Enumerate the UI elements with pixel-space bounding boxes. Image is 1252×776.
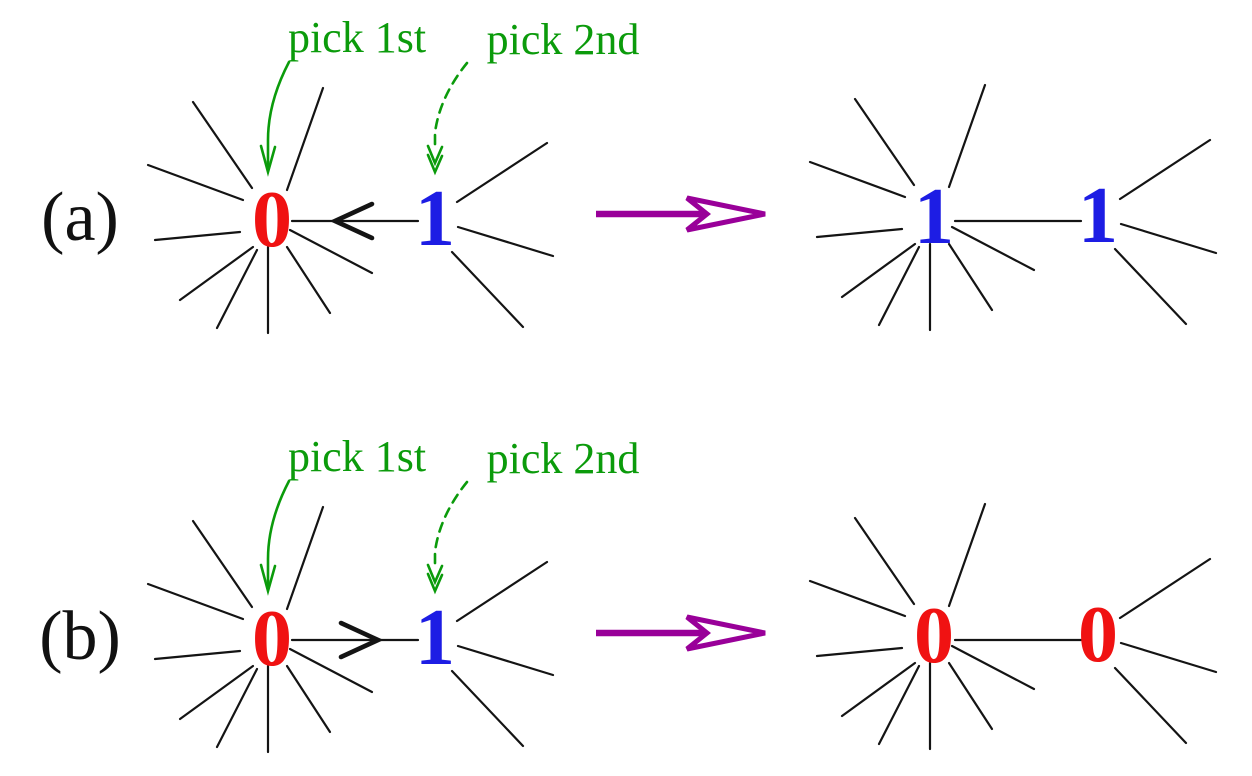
hub-spoke (191, 100, 254, 190)
after-left-spoke (840, 661, 917, 718)
neighbor-spoke (450, 250, 525, 329)
hub-spoke (146, 582, 245, 621)
after-left-spoke (808, 579, 907, 618)
after-left-spoke (947, 242, 994, 312)
hub-spoke (215, 667, 259, 749)
pick-2nd-arrow (433, 61, 469, 152)
hub-spoke (285, 245, 332, 315)
pick-1st-arrowhead-icon (259, 144, 277, 177)
panel-b-label: (b) (39, 598, 121, 675)
after-right-node: 0 (1078, 591, 1118, 679)
neighbor-spoke (456, 225, 555, 258)
after-left-spoke (840, 242, 917, 299)
after-left-spoke (877, 245, 921, 327)
pick-2nd-arrowhead-icon (426, 572, 444, 595)
after-left-spoke (853, 516, 916, 606)
hub-spoke (288, 228, 374, 275)
hub-spoke (178, 245, 255, 302)
neighbor-spoke (455, 560, 549, 623)
hub-spoke (285, 664, 332, 734)
before-neighbor-node: 1 (415, 175, 455, 263)
hub-spoke (215, 248, 259, 330)
after-right-spoke (1118, 138, 1212, 201)
after-right-node: 1 (1078, 172, 1118, 260)
before-hub-node: 0 (252, 595, 292, 683)
after-right-spoke (1113, 247, 1188, 326)
hub-spoke (153, 649, 242, 661)
after-left-spoke (950, 644, 1036, 691)
after-left-spoke (947, 661, 994, 731)
hub-spoke (285, 505, 325, 611)
edge-direction-arrowhead (329, 201, 375, 241)
pick-2nd-arrowhead-icon (426, 153, 444, 176)
neighbor-spoke (456, 644, 555, 677)
hub-spoke (288, 647, 374, 694)
hub-spoke (146, 163, 245, 202)
before-hub-node: 0 (252, 176, 292, 264)
after-left-spoke (815, 227, 904, 239)
panel-a-label: (a) (41, 179, 119, 256)
after-left-spoke (947, 83, 987, 189)
neighbor-spoke (455, 141, 549, 204)
pick-1st-label: pick 1st (288, 13, 426, 62)
hub-spoke (178, 664, 255, 721)
pick-1st-arrow (266, 479, 291, 590)
after-right-spoke (1118, 557, 1212, 620)
transform-arrowhead-icon (685, 614, 766, 652)
after-left-spoke (950, 225, 1036, 272)
transform-arrowhead-icon (685, 195, 766, 233)
after-left-node: 1 (914, 173, 954, 261)
neighbor-spoke (450, 669, 525, 748)
after-left-spoke (853, 97, 916, 187)
after-right-spoke (1113, 666, 1188, 745)
after-left-spoke (815, 646, 904, 658)
after-right-spoke (1119, 641, 1218, 674)
pick-2nd-arrowhead-icon (426, 563, 444, 586)
pick-2nd-label: pick 2nd (487, 15, 640, 64)
pick-2nd-label: pick 2nd (487, 434, 640, 483)
hub-spoke (153, 230, 242, 242)
pick-1st-arrowhead-icon (259, 563, 277, 596)
edge-direction-arrowhead (338, 620, 384, 660)
pick-2nd-arrow (433, 480, 469, 571)
after-left-spoke (808, 160, 907, 199)
before-neighbor-node: 1 (415, 594, 455, 682)
pick-1st-label: pick 1st (288, 432, 426, 481)
after-left-spoke (877, 664, 921, 746)
hub-spoke (191, 519, 254, 609)
pick-2nd-arrowhead-icon (426, 144, 444, 167)
after-right-spoke (1119, 222, 1218, 255)
after-left-spoke (947, 502, 987, 608)
after-left-node: 0 (914, 592, 954, 680)
pick-1st-arrow (266, 60, 291, 171)
hub-spoke (285, 86, 325, 192)
